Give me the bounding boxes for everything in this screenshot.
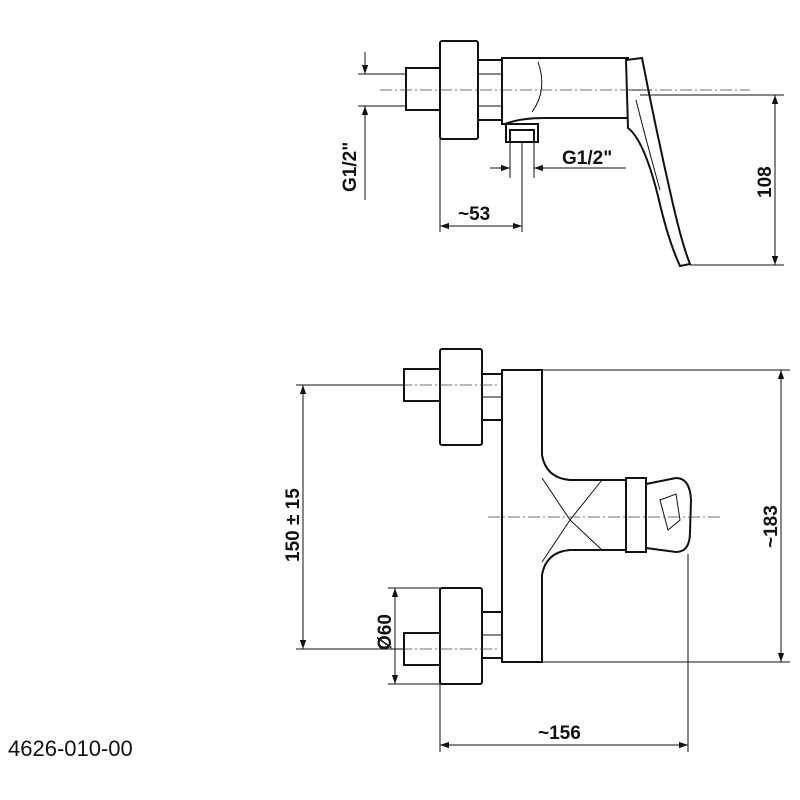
lower-rosette [439,587,483,685]
dim-rosette: Ø60 [375,614,396,650]
dim-total-height: ~183 [761,505,782,548]
top-inlet-connector [405,67,441,111]
dim-thread-vertical: G1/2" [340,142,361,192]
dim-depth: ~53 [458,204,490,225]
dim-thread-outlet: G1/2" [562,148,612,169]
front-lever-handle [645,476,693,554]
front-view: 150 ± 15 Ø60 ~183 ~156 [283,348,790,752]
top-lever-handle [624,56,692,268]
top-body [501,57,629,125]
dim-total-width: ~156 [538,723,581,744]
front-body [501,369,627,663]
top-view: G1/2" G1/2" ~53 108 [340,40,784,268]
dim-inlet-spacing: 150 ± 15 [283,488,304,562]
dim-height: 108 [755,166,776,198]
cartridge-collar [625,477,647,553]
upper-rosette [439,348,483,446]
product-code: 4626-010-00 [8,736,133,761]
